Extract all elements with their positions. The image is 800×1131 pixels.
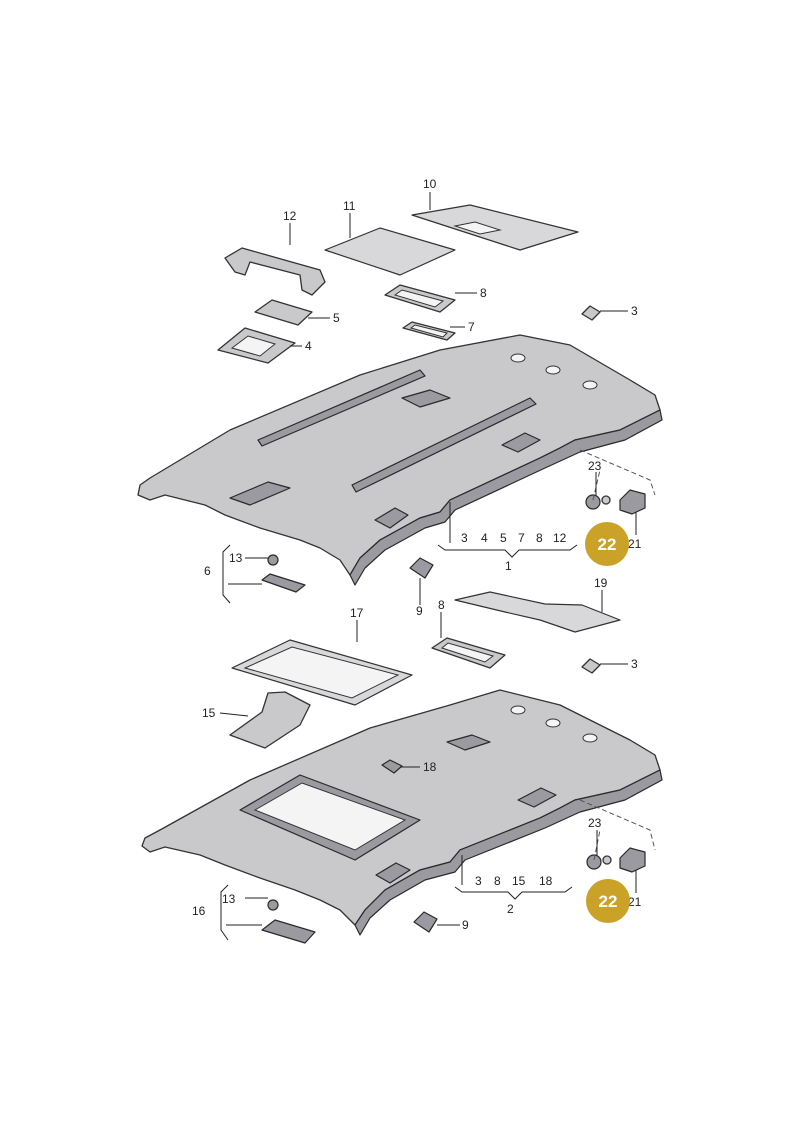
lower-part-21-cap	[619, 847, 646, 873]
lower-sunroof-opening	[253, 782, 407, 851]
lower-headliner-hole-2	[545, 718, 561, 728]
upper-headliner-hole-3	[582, 380, 598, 390]
upper-label-5: 5	[333, 311, 340, 325]
upper-label-23: 23	[588, 459, 602, 473]
lower-group-item: 8	[494, 874, 501, 888]
upper-headliner-hole-2	[545, 365, 561, 375]
upper-group-item: 8	[536, 531, 543, 545]
upper-part-11-panel	[324, 227, 456, 276]
lower-label-17: 17	[350, 606, 364, 620]
lower-dash-1	[579, 799, 656, 851]
upper-callout-circle	[585, 522, 629, 566]
upper-group-item: 5	[500, 531, 507, 545]
upper-groove-1	[257, 369, 426, 447]
upper-part-3-clip	[581, 305, 601, 321]
upper-group-item: 3	[461, 531, 468, 545]
upper-part-6-lamp	[261, 573, 306, 593]
upper-label-3: 3	[631, 304, 638, 318]
lower-part-3-clip	[581, 658, 601, 674]
upper-bracket-6	[222, 544, 231, 604]
upper-headliner-edge	[349, 409, 663, 586]
lower-callout-circle	[586, 879, 630, 923]
lower-part-19-panel	[454, 591, 621, 633]
upper-part-7-inner	[409, 324, 448, 338]
upper-group-item: 12	[553, 531, 567, 545]
upper-label-8: 8	[480, 286, 487, 300]
upper-sunvisor-opening	[229, 481, 291, 506]
upper-dash-1	[579, 449, 656, 496]
upper-label-13: 13	[229, 551, 243, 565]
upper-part-9-bracket	[409, 557, 434, 579]
lower-part-23-nut	[586, 854, 602, 870]
upper-label-11: 11	[343, 199, 356, 213]
upper-part-10-panel	[411, 204, 579, 251]
upper-label-9: 9	[416, 604, 423, 618]
lower-console-opening	[446, 734, 491, 751]
upper-group-item: 4	[481, 531, 488, 545]
lower-label-23: 23	[588, 816, 602, 830]
upper-group-item: 7	[518, 531, 525, 545]
upper-console-opening	[401, 389, 451, 408]
upper-part-4-lens	[230, 335, 277, 357]
upper-dash-2	[592, 469, 601, 501]
upper-label-4: 4	[305, 339, 312, 353]
upper-label-7: 7	[468, 320, 475, 334]
lower-group-item: 18	[539, 874, 553, 888]
upper-label-6: 6	[204, 564, 211, 578]
lower-part-23-screw	[602, 855, 612, 865]
lower-handle-recess-1	[375, 862, 411, 884]
lower-label-19: 19	[594, 576, 608, 590]
lower-callout-label: 22	[599, 892, 618, 911]
lower-part-13-clip	[267, 899, 279, 911]
lower-group-list: 3 8 15 18	[475, 874, 553, 888]
lower-headliner-hole-1	[510, 705, 526, 715]
lower-part-17-inner	[243, 646, 400, 699]
lower-label-21: 21	[628, 895, 642, 909]
lower-dash-2	[593, 829, 601, 861]
lower-part-18-clip	[381, 759, 403, 774]
lower-part-16-grille	[261, 919, 316, 944]
upper-group-number: 1	[505, 559, 512, 573]
lower-bracket-16	[220, 884, 229, 941]
lower-handle-recess-2	[517, 787, 557, 808]
lower-label-9: 9	[462, 918, 469, 932]
upper-groove-2	[351, 397, 537, 493]
upper-part-21-cap	[619, 489, 646, 515]
lower-part-8-inner	[440, 642, 495, 663]
upper-part-23-screw	[601, 495, 611, 505]
upper-group-list: 3 4 5 7 8 12	[461, 531, 567, 545]
lower-headliner-hole-3	[582, 733, 598, 743]
lower-label-8: 8	[438, 598, 445, 612]
upper-part-10-slot	[453, 221, 502, 235]
lower-label-13: 13	[222, 892, 236, 906]
upper-handle-recess-1	[374, 507, 409, 529]
lower-assembly: 17 8 19 3 15 18 23 21 13 16 9 3 8 15 18 …	[141, 576, 663, 944]
lower-label-15: 15	[202, 706, 216, 720]
upper-handle-recess-2	[501, 432, 541, 453]
lower-part-9-bracket	[413, 911, 438, 933]
upper-part-5-bracket	[254, 299, 313, 326]
upper-callout-label: 22	[598, 535, 617, 554]
upper-part-23-nut	[585, 494, 601, 510]
lower-headliner-edge	[354, 769, 663, 936]
upper-label-12: 12	[283, 209, 297, 223]
lower-label-18: 18	[423, 760, 437, 774]
lower-label-16: 16	[192, 904, 206, 918]
upper-assembly: 12 11 10 8 5 4 7 3 23 21 13 6 9 3 4 5 7 …	[137, 177, 663, 618]
upper-label-21: 21	[628, 537, 642, 551]
upper-label-10: 10	[423, 177, 437, 191]
lower-part-15-console	[229, 691, 311, 749]
lower-bracket-2	[454, 886, 573, 900]
lower-label-3: 3	[631, 657, 638, 671]
lower-group-item: 15	[512, 874, 526, 888]
lower-group-number: 2	[507, 902, 514, 916]
upper-part-12-frame	[224, 247, 326, 296]
upper-part-13-clip	[267, 554, 279, 566]
upper-headliner-hole-1	[510, 353, 526, 363]
lower-leader-15	[219, 712, 249, 717]
lower-group-item: 3	[475, 874, 482, 888]
upper-part-8-inner	[393, 289, 445, 308]
upper-bracket-1	[437, 544, 578, 558]
